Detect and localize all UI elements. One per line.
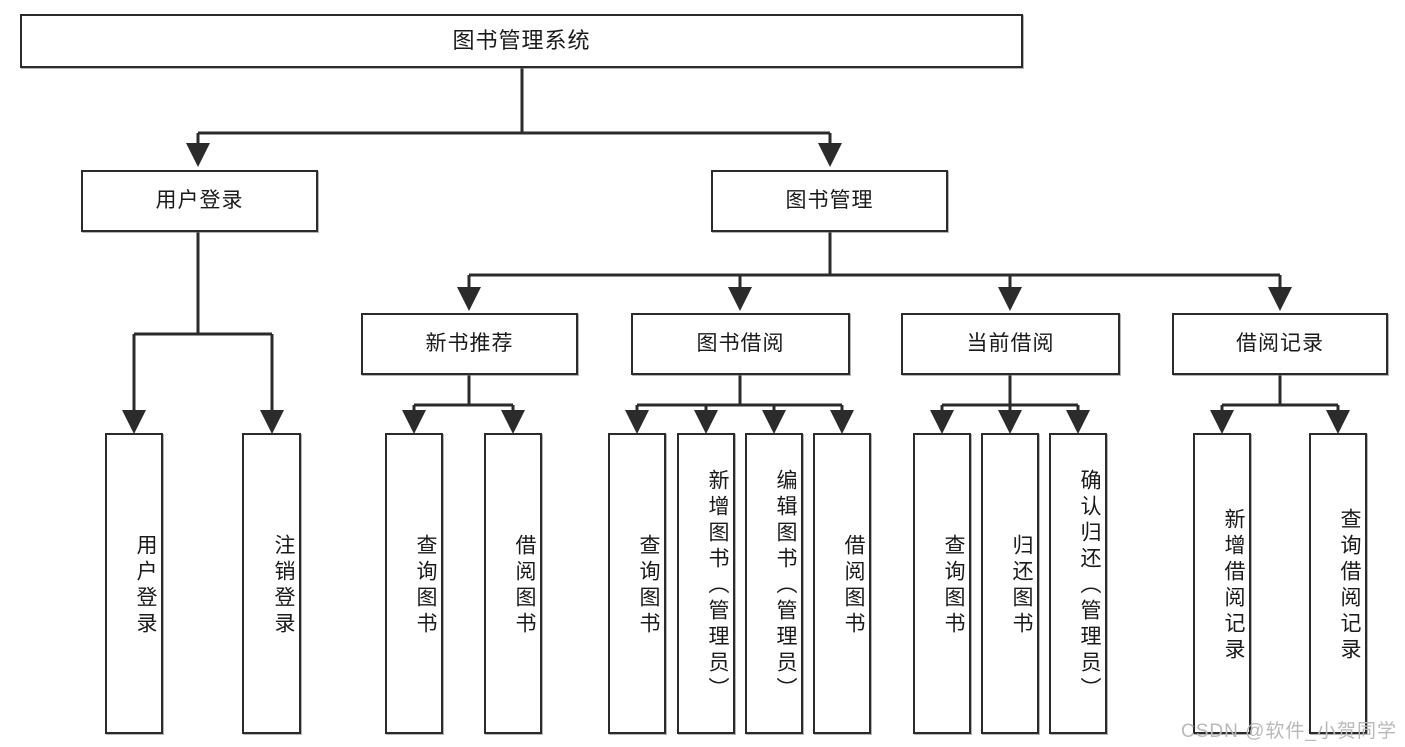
leaf-add-record[interactable]: 新增借阅记录	[1193, 433, 1251, 734]
leaf-query-book-1[interactable]: 查询图书	[385, 433, 443, 734]
node-label: 查询借阅记录	[1338, 507, 1361, 664]
node-label: 查询图书	[414, 533, 437, 638]
node-root-system[interactable]: 图书管理系统	[20, 14, 1023, 68]
csdn-watermark: CSDN @软件_小贺同学	[1181, 721, 1397, 742]
node-label: 归还图书	[1010, 533, 1033, 638]
node-new-book-recommend[interactable]: 新书推荐	[361, 313, 578, 375]
node-label: 用户登录	[155, 189, 244, 213]
leaf-query-book-3[interactable]: 查询图书	[913, 433, 971, 734]
node-label: 查询图书	[942, 533, 965, 638]
node-label: 图书借阅	[696, 332, 785, 356]
leaf-logout-login[interactable]: 注销登录	[242, 433, 301, 734]
leaf-edit-book[interactable]: 编辑图书（管理员）	[745, 433, 803, 734]
leaf-confirm-return[interactable]: 确认归还（管理员）	[1049, 433, 1107, 734]
node-label: 借阅图书	[513, 533, 536, 638]
leaf-user-login[interactable]: 用户登录	[105, 433, 163, 734]
leaf-query-book-2[interactable]: 查询图书	[608, 433, 666, 734]
node-label: 图书管理	[785, 189, 874, 213]
node-label: 用户登录	[134, 533, 157, 638]
leaf-add-book[interactable]: 新增图书（管理员）	[677, 433, 735, 734]
node-user-login[interactable]: 用户登录	[81, 170, 318, 232]
node-book-borrow[interactable]: 图书借阅	[631, 313, 850, 375]
node-label: 编辑图书（管理员）	[774, 468, 797, 703]
leaf-borrow-book-2[interactable]: 借阅图书	[813, 433, 871, 734]
node-label: 新增图书（管理员）	[706, 468, 729, 703]
node-label: 图书管理系统	[452, 27, 591, 53]
node-label: 注销登录	[272, 533, 295, 638]
node-label: 借阅记录	[1236, 332, 1324, 356]
node-label: 借阅图书	[842, 533, 865, 638]
node-label: 查询图书	[637, 533, 660, 638]
leaf-borrow-book-1[interactable]: 借阅图书	[484, 433, 542, 734]
node-book-management[interactable]: 图书管理	[711, 170, 948, 232]
leaf-return-book[interactable]: 归还图书	[981, 433, 1039, 734]
node-current-borrow[interactable]: 当前借阅	[901, 313, 1120, 375]
node-label: 确认归还（管理员）	[1078, 468, 1101, 703]
node-label: 新增借阅记录	[1222, 507, 1245, 664]
node-borrow-record[interactable]: 借阅记录	[1172, 313, 1388, 375]
node-label: 新书推荐	[425, 332, 514, 356]
leaf-query-record[interactable]: 查询借阅记录	[1309, 433, 1367, 734]
node-label: 当前借阅	[966, 332, 1055, 356]
